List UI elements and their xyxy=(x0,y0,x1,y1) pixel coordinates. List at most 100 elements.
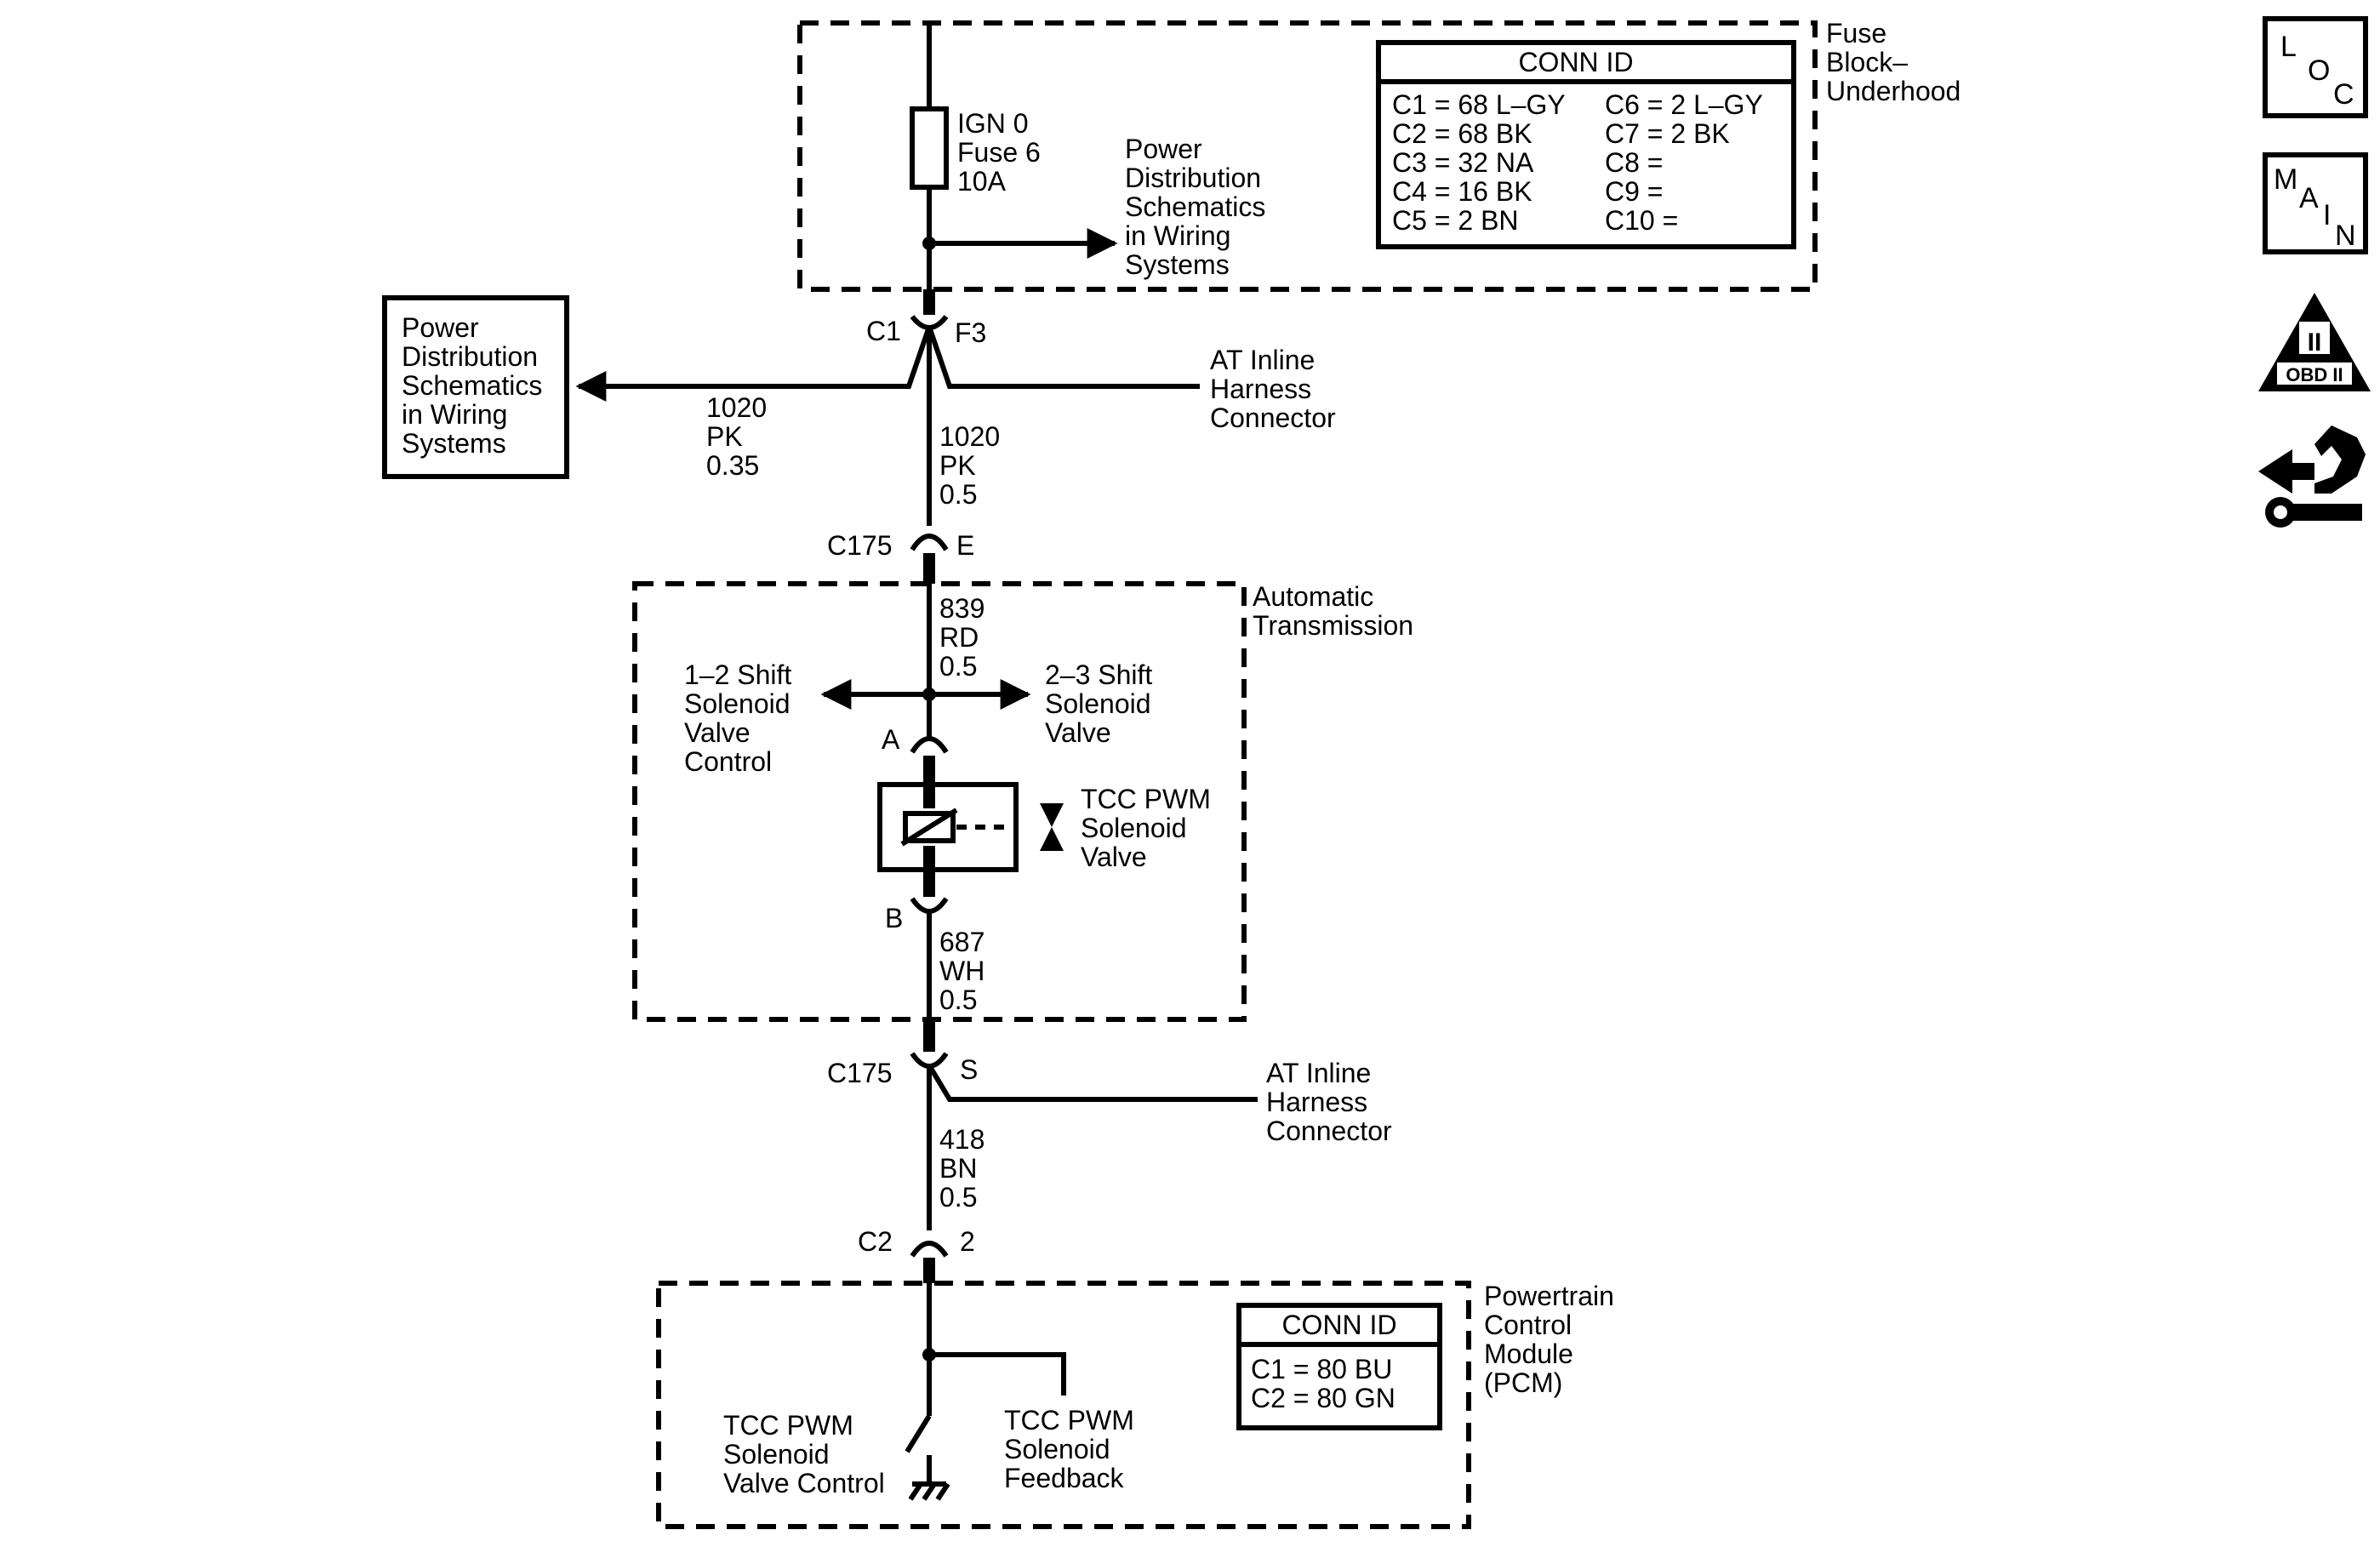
svg-text:Distribution: Distribution xyxy=(1125,163,1261,193)
svg-text:C175: C175 xyxy=(827,1058,893,1088)
wire-label-1020-pk-035: 1020 PK 0.35 xyxy=(706,392,767,481)
wire-label-687-wh-05: 687 WH 0.5 xyxy=(939,927,985,1015)
svg-text:Solenoid: Solenoid xyxy=(684,688,790,719)
svg-text:C: C xyxy=(2333,78,2354,111)
svg-text:Distribution: Distribution xyxy=(402,341,538,372)
wire-split-inline-bottom xyxy=(927,1064,1258,1102)
transmission-title: Automatic Transmission xyxy=(1253,581,1413,641)
pcm-title: Powertrain Control Module (PCM) xyxy=(1484,1281,1614,1398)
obd-ii-icon[interactable]: II OBD II xyxy=(2258,293,2371,391)
svg-text:Automatic: Automatic xyxy=(1253,581,1373,612)
wire-split-right xyxy=(927,326,1200,389)
wire-label-1020-pk-05: 1020 PK 0.5 xyxy=(939,421,1000,510)
svg-text:A: A xyxy=(2299,182,2319,214)
svg-text:M: M xyxy=(2274,163,2297,196)
svg-text:Solenoid: Solenoid xyxy=(1004,1434,1110,1464)
svg-text:Underhood: Underhood xyxy=(1826,76,1961,106)
svg-text:E: E xyxy=(956,530,974,561)
pcm-boundary xyxy=(656,1281,1471,1529)
svg-text:TCC PWM: TCC PWM xyxy=(1081,784,1211,814)
connector-c2-2: C2 2 xyxy=(858,1226,975,1283)
svg-text:I: I xyxy=(2323,199,2331,231)
pcm-switch-ground-symbol xyxy=(905,1414,950,1501)
main-icon[interactable]: M A I N xyxy=(2263,152,2368,254)
power-dist-ref-label: Power Distribution Schematics in Wiring … xyxy=(1125,134,1265,280)
connector-c1-f3: C1 F3 xyxy=(866,289,986,348)
pcm-feedback-wire xyxy=(929,1352,1066,1396)
pcm-control-label: TCC PWM Solenoid Valve Control xyxy=(723,1410,885,1498)
svg-text:AT Inline: AT Inline xyxy=(1210,345,1315,375)
svg-text:0.5: 0.5 xyxy=(939,651,977,682)
svg-text:Fuse 6: Fuse 6 xyxy=(957,137,1041,168)
svg-text:Connector: Connector xyxy=(1210,402,1336,433)
wire-label-418-bn-05: 418 BN 0.5 xyxy=(939,1124,985,1213)
svg-text:Harness: Harness xyxy=(1210,374,1311,404)
connector-c175-e: C175 E xyxy=(827,530,974,584)
svg-text:Feedback: Feedback xyxy=(1004,1463,1125,1493)
svg-text:in Wiring: in Wiring xyxy=(402,399,507,430)
svg-text:Schematics: Schematics xyxy=(402,370,542,401)
svg-text:TCC PWM: TCC PWM xyxy=(723,1410,853,1441)
svg-text:BN: BN xyxy=(939,1153,977,1184)
svg-text:RD: RD xyxy=(939,622,979,653)
transmission-boundary xyxy=(632,581,1247,1022)
svg-text:1–2 Shift: 1–2 Shift xyxy=(684,659,791,690)
svg-text:418: 418 xyxy=(939,1124,985,1155)
shift-1-2-label: 1–2 Shift Solenoid Valve Control xyxy=(684,659,791,777)
svg-text:N: N xyxy=(2335,220,2356,252)
svg-text:2–3 Shift: 2–3 Shift xyxy=(1045,659,1152,690)
connector-c175-s: C175 S xyxy=(827,1019,978,1088)
svg-text:2: 2 xyxy=(960,1226,975,1257)
svg-text:C6 = 2 L–GY: C6 = 2 L–GY xyxy=(1605,89,1763,120)
svg-text:C1: C1 xyxy=(866,316,901,346)
svg-text:Valve: Valve xyxy=(684,717,751,748)
shift-2-3-label: 2–3 Shift Solenoid Valve xyxy=(1045,659,1152,748)
svg-text:C175: C175 xyxy=(827,530,893,561)
svg-text:IGN 0: IGN 0 xyxy=(957,108,1029,139)
at-inline-harness-top-label: AT Inline Harness Connector xyxy=(1210,345,1336,433)
at-inline-harness-bottom-label: AT Inline Harness Connector xyxy=(1266,1058,1392,1146)
svg-text:C1 = 68 L–GY: C1 = 68 L–GY xyxy=(1392,89,1566,120)
svg-text:10A: 10A xyxy=(957,166,1007,197)
svg-text:C9 =: C9 = xyxy=(1605,176,1663,207)
svg-text:Harness: Harness xyxy=(1266,1087,1367,1117)
svg-text:F3: F3 xyxy=(955,317,986,348)
connector-a: A xyxy=(882,724,949,785)
svg-text:TCC PWM: TCC PWM xyxy=(1004,1405,1134,1436)
fuse-block-title: Fuse Block– Underhood xyxy=(1826,18,1961,106)
svg-text:1020: 1020 xyxy=(706,392,767,423)
svg-text:Fuse: Fuse xyxy=(1826,18,1886,49)
svg-text:0.5: 0.5 xyxy=(939,1182,977,1213)
svg-text:C2 = 80 GN: C2 = 80 GN xyxy=(1251,1383,1395,1413)
svg-text:O: O xyxy=(2308,54,2330,87)
tcc-pwm-solenoid-symbol xyxy=(877,782,1064,872)
svg-text:C2 = 68 BK: C2 = 68 BK xyxy=(1392,118,1532,149)
svg-text:Valve: Valve xyxy=(1081,842,1147,872)
pcm-conn-id-table: CONN ID C1 = 80 BU C2 = 80 GN xyxy=(1236,1303,1442,1430)
svg-text:Valve Control: Valve Control xyxy=(723,1468,885,1498)
fuse-block-boundary xyxy=(797,20,1818,292)
svg-text:C8 =: C8 = xyxy=(1605,147,1663,178)
svg-text:PK: PK xyxy=(939,450,976,481)
fuse-label: IGN 0 Fuse 6 10A xyxy=(957,108,1041,197)
svg-text:C5 = 2 BN: C5 = 2 BN xyxy=(1392,205,1519,236)
svg-text:0.35: 0.35 xyxy=(706,450,759,481)
svg-text:0.5: 0.5 xyxy=(939,479,977,510)
pcm-conn-id-title: CONN ID xyxy=(1281,1310,1396,1340)
connector-hand-icon[interactable] xyxy=(2258,425,2366,528)
svg-text:C2: C2 xyxy=(858,1226,893,1257)
fuse-block-conn-id-table: CONN ID C1 = 68 L–GY C2 = 68 BK C3 = 32 … xyxy=(1376,40,1796,249)
svg-text:Systems: Systems xyxy=(1125,249,1230,280)
loc-icon[interactable]: L O C xyxy=(2263,16,2368,118)
svg-text:1020: 1020 xyxy=(939,421,1000,452)
svg-text:C7 = 2 BK: C7 = 2 BK xyxy=(1605,118,1730,149)
tcc-pwm-solenoid-label: TCC PWM Solenoid Valve xyxy=(1081,784,1211,872)
wire-split-left xyxy=(596,326,932,389)
svg-text:WH: WH xyxy=(939,956,985,986)
svg-text:Power: Power xyxy=(402,312,479,343)
svg-text:L: L xyxy=(2280,31,2297,63)
svg-text:Module: Module xyxy=(1484,1339,1573,1369)
svg-text:II: II xyxy=(2308,328,2322,357)
svg-text:C3 = 32 NA: C3 = 32 NA xyxy=(1392,147,1534,178)
